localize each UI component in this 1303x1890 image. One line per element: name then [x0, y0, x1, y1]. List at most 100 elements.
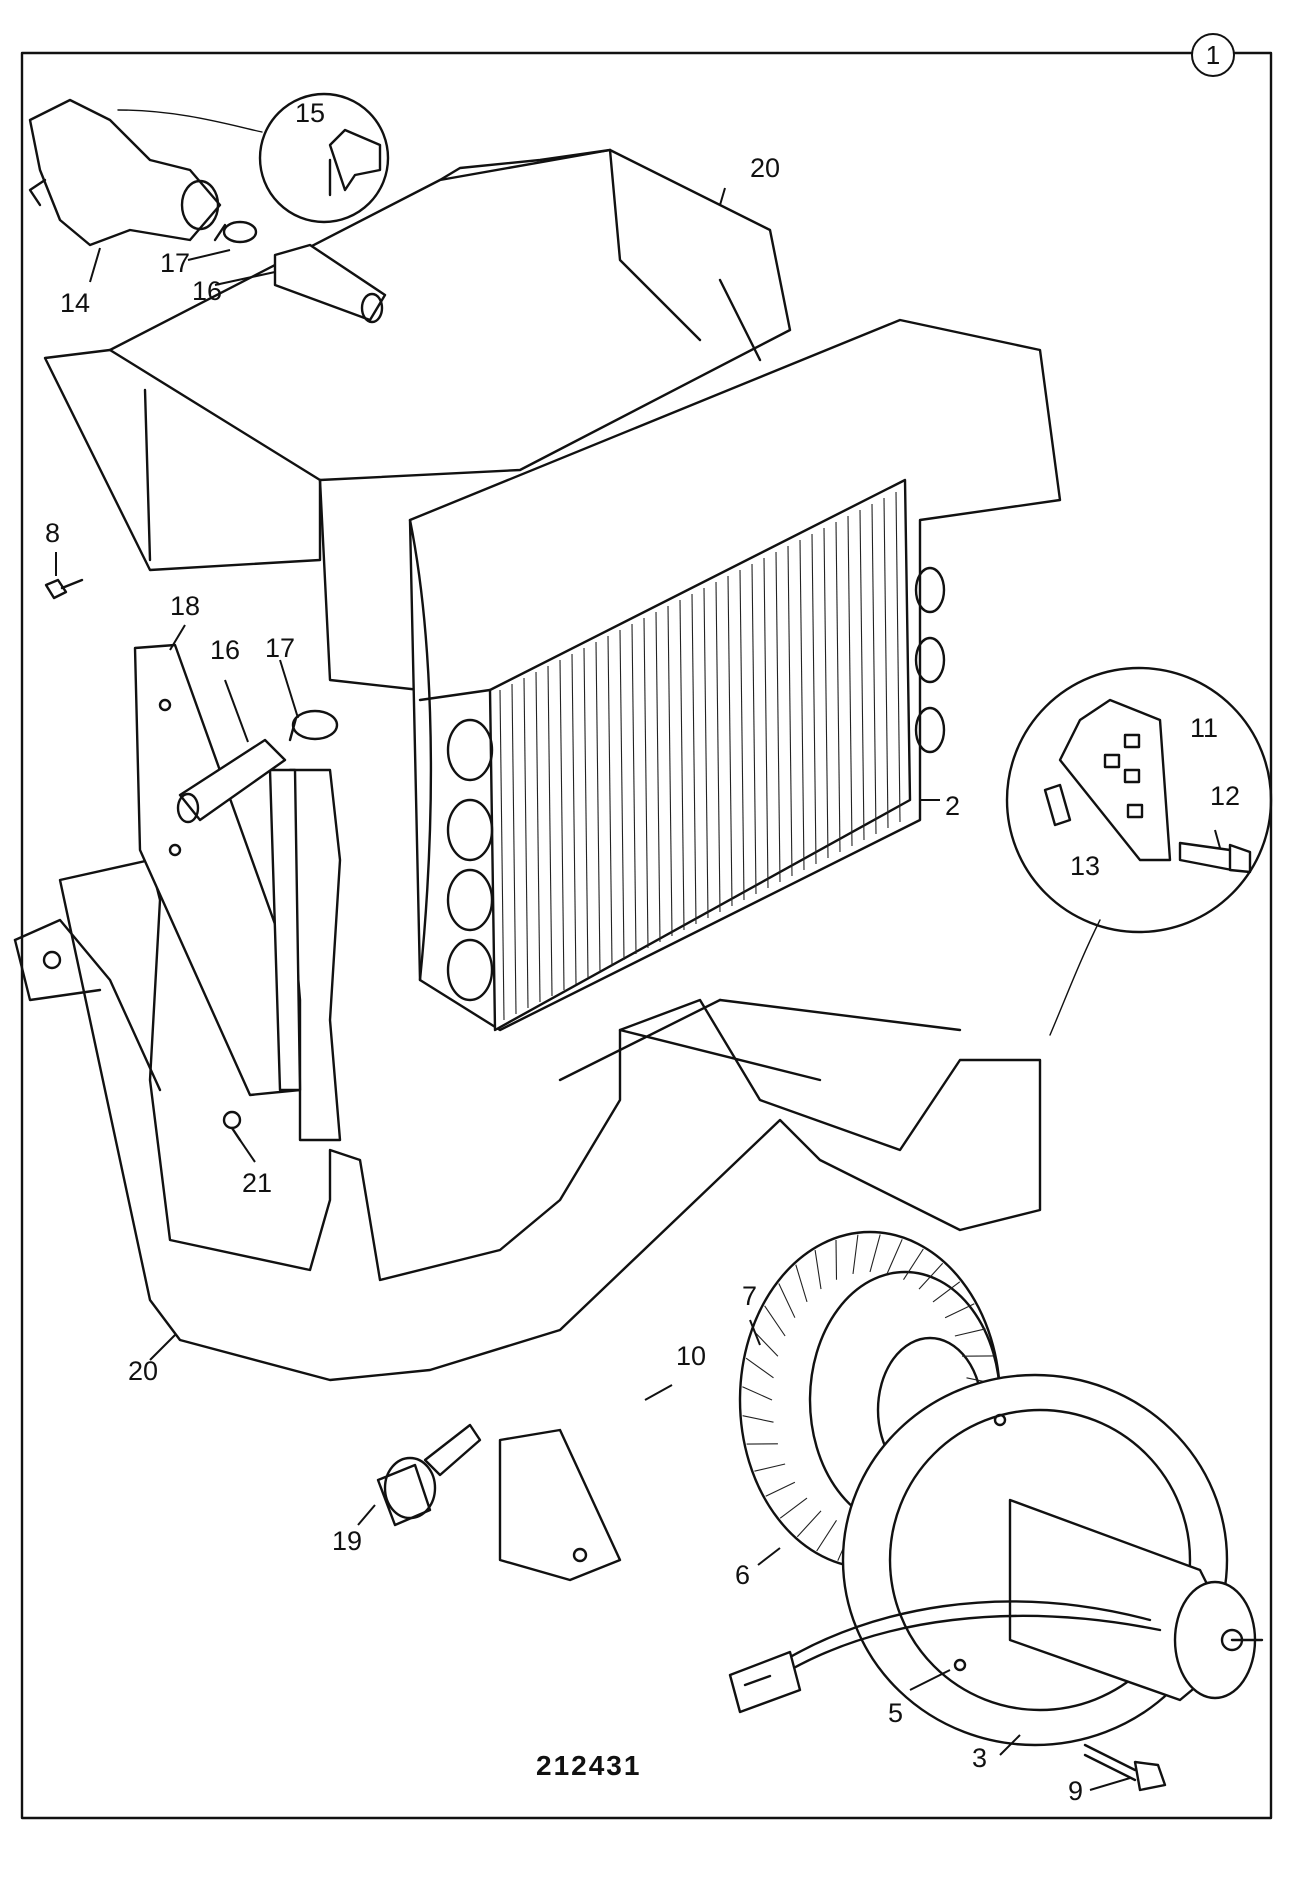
blade-line — [796, 1510, 822, 1538]
fin-line — [595, 641, 601, 973]
callout-label: 9 — [1068, 1776, 1084, 1806]
fin-line — [511, 683, 517, 1015]
fin-line — [847, 515, 853, 847]
callout-label: 17 — [160, 248, 191, 278]
blade-line — [753, 1330, 779, 1357]
callout-label: 15 — [295, 98, 326, 128]
screw-8 — [44, 578, 84, 600]
fin-line — [763, 557, 769, 889]
blade-line — [814, 1250, 822, 1290]
fin-line — [727, 575, 733, 907]
blade-line — [816, 1520, 837, 1552]
callout-label: 7 — [742, 1281, 758, 1311]
bolt-9 — [1083, 1743, 1167, 1792]
drain-tube — [376, 1423, 482, 1527]
hose-clip-lower — [288, 709, 339, 742]
fin-line — [655, 611, 661, 943]
fin-line — [787, 545, 793, 877]
blade-line — [852, 1234, 859, 1274]
callout-label: 3 — [972, 1743, 988, 1773]
blade-line — [795, 1264, 808, 1303]
callout-label: 2 — [945, 791, 961, 821]
callout-label: 19 — [332, 1526, 363, 1556]
water-valve — [28, 98, 263, 247]
detail-bubble-resistor — [1005, 666, 1273, 1036]
hose-clip-upper — [213, 220, 258, 244]
fin-line — [583, 647, 589, 979]
detail-bubble-15 — [258, 92, 390, 224]
hose-lower — [176, 738, 287, 824]
fin-line — [547, 665, 553, 997]
callout-label: 17 — [265, 633, 296, 663]
fin-line — [535, 671, 541, 1003]
blade-line — [779, 1497, 808, 1519]
fin-line — [559, 659, 565, 991]
callout-label: 5 — [888, 1698, 904, 1728]
blade-line — [944, 1303, 975, 1319]
sheet-number: 1 — [1191, 33, 1235, 77]
fin-line — [751, 563, 757, 895]
motor-wiring — [728, 1600, 1162, 1714]
callout-label: 8 — [45, 518, 61, 548]
fin-line — [715, 581, 721, 913]
blade-line — [932, 1281, 961, 1303]
matrix-return-bends — [446, 566, 946, 1002]
fin-line — [823, 527, 829, 859]
fin-line — [775, 551, 781, 883]
blade-line — [754, 1463, 786, 1472]
blade-line — [835, 1239, 838, 1280]
fin-line — [703, 587, 709, 919]
callout-label: 10 — [676, 1341, 707, 1371]
fin-line — [631, 623, 637, 955]
callout-label: 20 — [128, 1356, 159, 1386]
fin-line — [667, 605, 673, 937]
screw-21 — [222, 1110, 242, 1142]
fin-line — [739, 569, 745, 901]
blade-line — [903, 1248, 924, 1280]
heater-matrix-fins — [499, 491, 901, 1021]
fin-line — [499, 689, 505, 1021]
callout-label: 13 — [1070, 851, 1101, 881]
fin-line — [571, 653, 577, 985]
fin-line — [859, 509, 865, 841]
callout-label: 16 — [192, 276, 223, 306]
fin-line — [835, 521, 841, 853]
hose-upper — [273, 243, 387, 324]
blower-motor — [1008, 1498, 1264, 1702]
support-bracket — [498, 1428, 622, 1582]
blade-line — [745, 1357, 774, 1379]
sheet-border — [20, 51, 1273, 1820]
callout-label: 11 — [1190, 713, 1219, 743]
blade-line — [742, 1386, 773, 1401]
blade-line — [886, 1239, 903, 1275]
callout-label: 14 — [60, 288, 91, 318]
gasket-strip — [268, 768, 342, 1142]
callout-label: 18 — [170, 591, 201, 621]
fin-line — [811, 533, 817, 865]
fin-line — [691, 593, 697, 925]
fin-line — [643, 617, 649, 949]
callout-label: 21 — [242, 1168, 273, 1198]
figure-number: 212431 — [536, 1750, 642, 1781]
blade-line — [918, 1262, 944, 1290]
fin-line — [523, 677, 529, 1009]
heater-housing-upper — [43, 148, 792, 692]
callout-label: 6 — [735, 1560, 751, 1590]
fin-line — [607, 635, 613, 967]
fin-line — [619, 629, 625, 961]
callout-label: 16 — [210, 635, 241, 665]
blade-line — [765, 1481, 796, 1497]
blade-line — [764, 1305, 786, 1337]
fin-line — [679, 599, 685, 931]
fin-line — [883, 497, 889, 829]
callout-label: 12 — [1210, 781, 1241, 811]
blade-line — [869, 1234, 881, 1273]
blade-line — [778, 1283, 796, 1318]
heater-matrix — [408, 318, 1062, 1032]
callout-label: 20 — [750, 153, 781, 183]
heater-housing-lower — [13, 858, 1042, 1382]
fin-line — [799, 539, 805, 871]
blade-line — [954, 1328, 986, 1337]
